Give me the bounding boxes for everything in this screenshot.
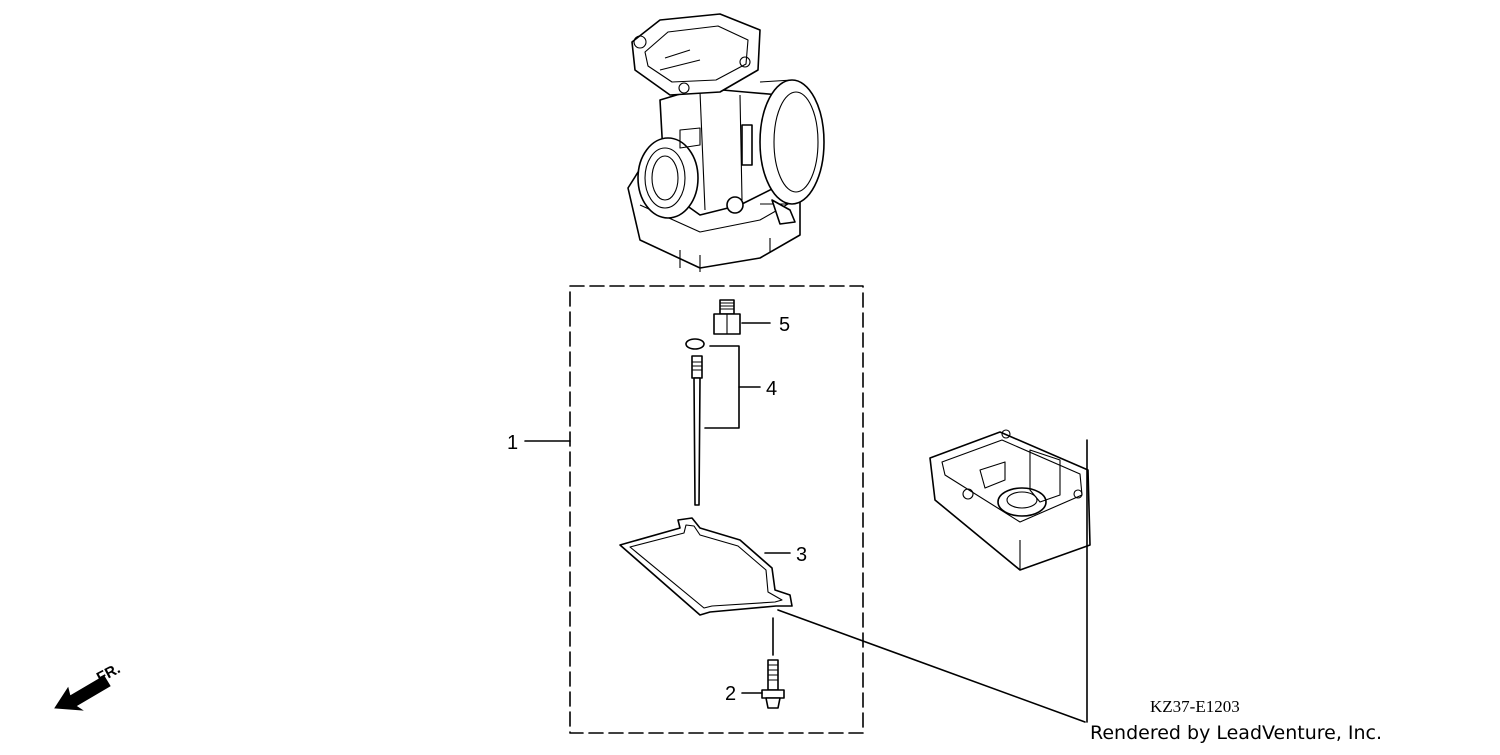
- jet-plug-part: [713, 299, 771, 335]
- render-credit: Rendered by LeadVenture, Inc.: [1090, 722, 1382, 744]
- callout-3: 3: [796, 544, 807, 566]
- callout-1: 1: [507, 432, 518, 454]
- callout-5: 5: [779, 314, 790, 336]
- screw-part: [741, 617, 785, 709]
- parts-kit-bracket: [524, 285, 864, 734]
- front-direction-arrow-icon: [54, 675, 111, 711]
- float-bowl-illustration: [929, 429, 1091, 571]
- callout-2: 2: [725, 683, 736, 705]
- float-bowl-leader-lines: [777, 439, 1088, 723]
- carburetor-body-illustration: [627, 13, 825, 272]
- float-bowl-gasket-part: [619, 517, 793, 616]
- front-direction-indicator: FR.: [54, 660, 123, 711]
- diagram-code: KZ37-E1203: [1150, 697, 1240, 716]
- jet-needle-part: [685, 338, 761, 506]
- callout-4: 4: [766, 378, 777, 400]
